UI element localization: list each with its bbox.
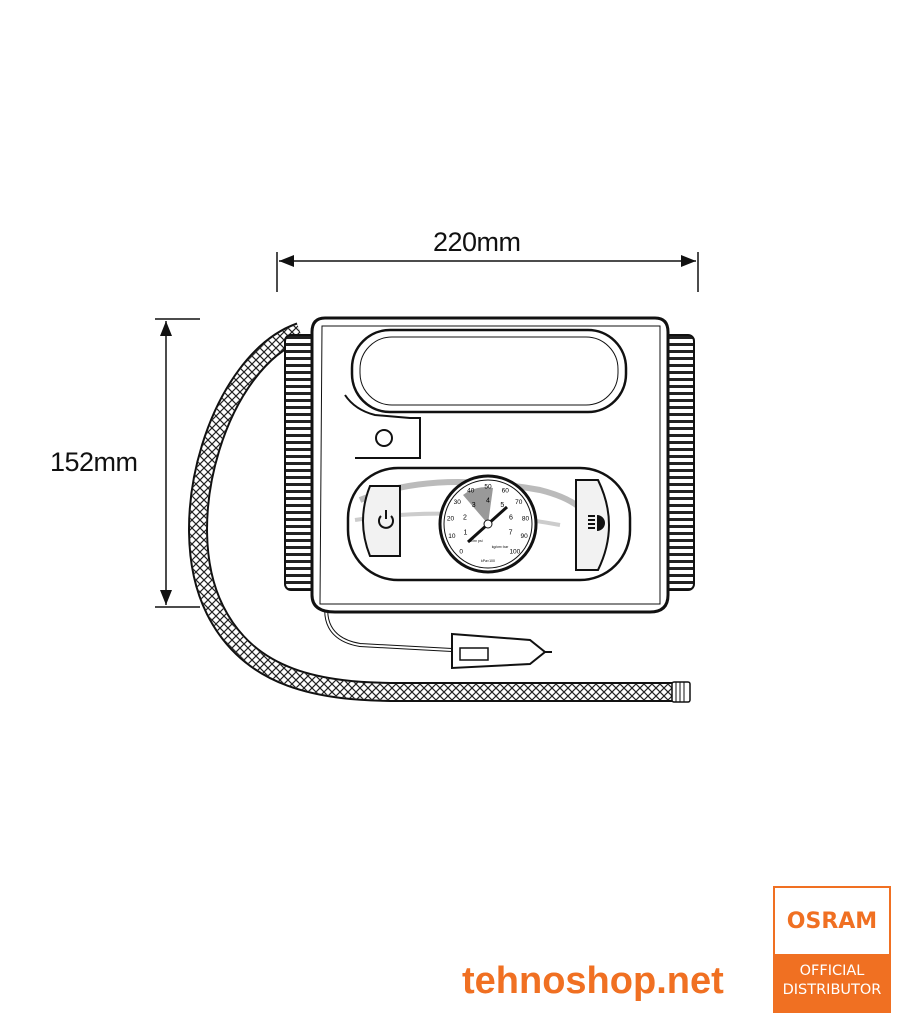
gauge-inner-label: 4 — [486, 498, 490, 505]
gauge-inner-label: 1 — [463, 530, 467, 537]
gauge-outer-label: 20 — [447, 516, 455, 523]
gauge-inner-label: 3 — [472, 502, 476, 509]
height-dimension-line — [155, 318, 200, 608]
badge-brand: OSRAM — [786, 908, 878, 934]
width-label: 220mm — [433, 227, 521, 257]
nozzle-holder — [375, 429, 393, 447]
gauge-outer-label: 40 — [467, 488, 475, 495]
carry-handle — [350, 328, 628, 414]
osram-badge: OSRAM OFFICIAL DISTRIBUTOR — [773, 886, 891, 1013]
gauge-outer-label: 50 — [484, 484, 492, 491]
gauge-unit-right: kg/cm² bar — [492, 545, 509, 549]
width-dimension-line — [276, 252, 699, 292]
gauge-outer-label: 80 — [522, 516, 530, 523]
site-watermark: tehnoshop.net — [462, 960, 724, 1002]
gauge-outer-label: 0 — [459, 548, 463, 555]
gauge-unit-bottom: kPa×100 — [481, 559, 495, 563]
gauge-inner-label: 5 — [500, 502, 504, 509]
gauge-outer-label: 90 — [521, 533, 529, 540]
gauge-outer-label: 10 — [448, 533, 456, 540]
pressure-gauge: 0 10 20 30 40 50 60 70 80 90 100 1 23 4 56 7 lb/in² psi k… — [438, 474, 538, 574]
gauge-inner-label: 7 — [509, 530, 513, 537]
badge-line1: OFFICIAL — [799, 963, 865, 979]
gauge-inner-label: 6 — [509, 515, 513, 522]
badge-line2: DISTRIBUTOR — [782, 982, 882, 998]
power-button[interactable] — [362, 485, 401, 557]
gauge-outer-label: 60 — [502, 488, 510, 495]
gauge-inner-label: 2 — [463, 515, 467, 522]
gauge-outer-label: 100 — [509, 548, 520, 555]
power-icon — [378, 510, 394, 529]
light-icon — [588, 515, 605, 531]
gauge-outer-label: 70 — [515, 499, 523, 506]
gauge-outer-label: 30 — [454, 499, 462, 506]
height-label: 152mm — [50, 447, 138, 477]
air-hose — [188, 322, 691, 703]
gauge-unit-left: lb/in² psi — [469, 539, 482, 543]
